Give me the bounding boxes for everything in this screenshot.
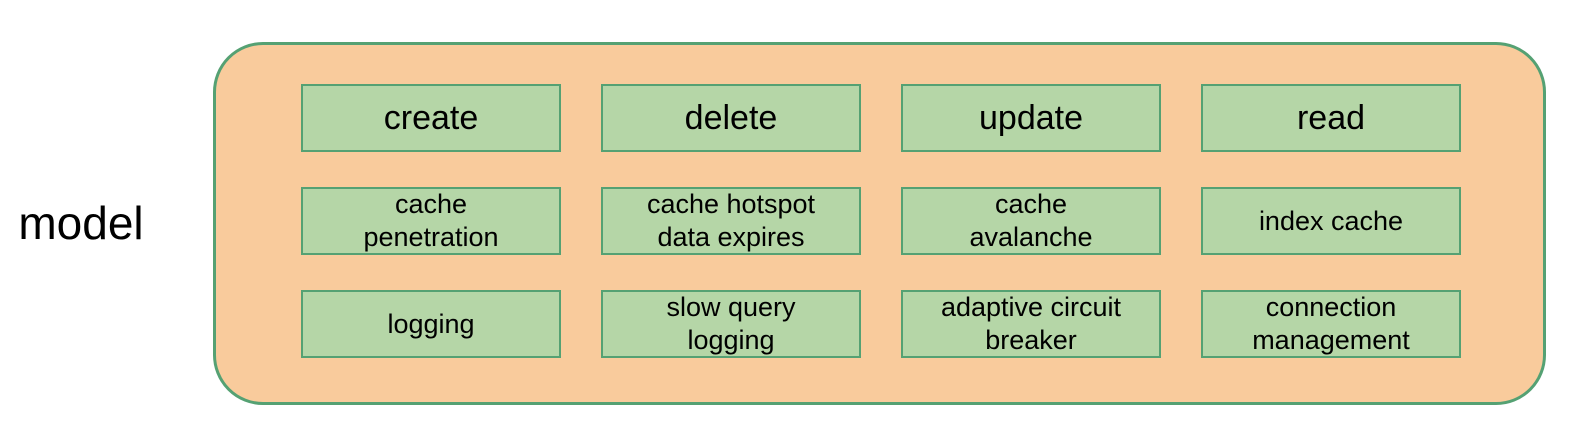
feature-grid: create delete update read cache penetrat… (216, 45, 1543, 358)
box-logging: logging (301, 290, 561, 358)
box-adaptive-circuit-breaker: adaptive circuit breaker (901, 290, 1161, 358)
box-create: create (301, 84, 561, 152)
box-logging-label: logging (387, 308, 475, 339)
model-container: create delete update read cache penetrat… (213, 42, 1546, 405)
box-cache-hotspot-data-expires-label: cache hotspot data expires (646, 189, 816, 252)
box-index-cache: index cache (1201, 187, 1461, 255)
box-slow-query-logging-label: slow query logging (666, 292, 796, 355)
box-read-label: read (1296, 99, 1366, 137)
box-cache-penetration: cache penetration (301, 187, 561, 255)
box-cache-penetration-label: cache penetration (363, 189, 499, 252)
box-connection-management: connection management (1201, 290, 1461, 358)
box-slow-query-logging: slow query logging (601, 290, 861, 358)
box-cache-avalanche: cache avalanche (901, 187, 1161, 255)
box-adaptive-circuit-breaker-label: adaptive circuit breaker (940, 292, 1122, 355)
box-delete-label: delete (684, 99, 778, 137)
box-update-label: update (979, 99, 1083, 137)
box-read: read (1201, 84, 1461, 152)
box-delete: delete (601, 84, 861, 152)
box-index-cache-label: index cache (1258, 205, 1404, 236)
model-label: model (18, 197, 144, 249)
box-update: update (901, 84, 1161, 152)
box-create-label: create (383, 99, 479, 137)
box-cache-avalanche-label: cache avalanche (969, 189, 1093, 252)
box-connection-management-label: connection management (1252, 292, 1410, 355)
box-cache-hotspot-data-expires: cache hotspot data expires (601, 187, 861, 255)
